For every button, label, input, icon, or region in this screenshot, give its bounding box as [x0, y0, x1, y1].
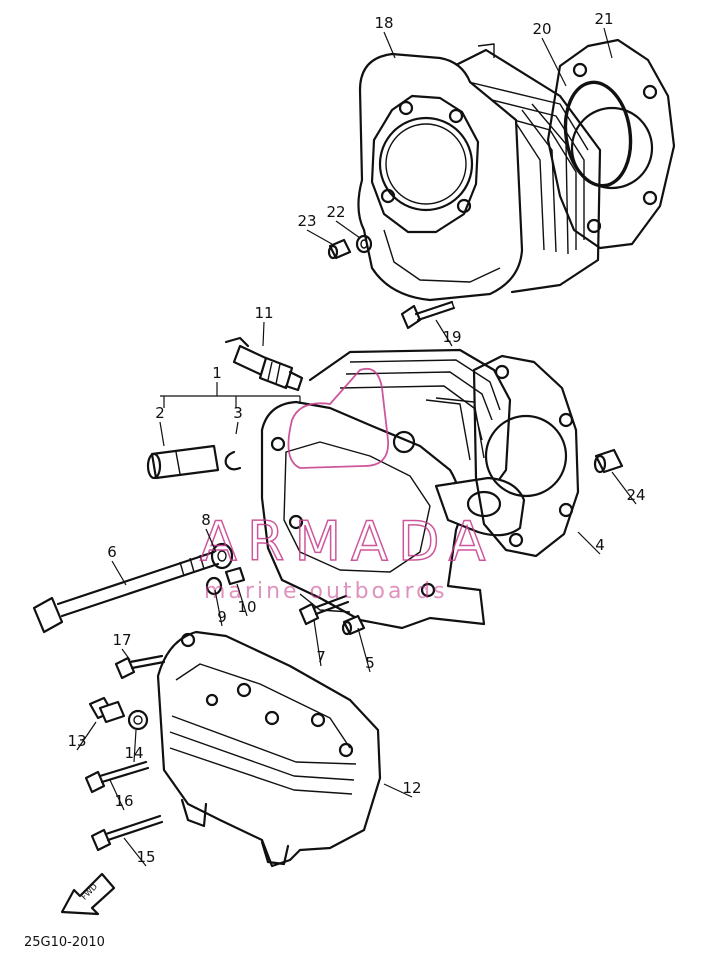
leader-line-19 [435, 319, 453, 347]
callout-22: 22 [326, 203, 345, 221]
callout-10: 10 [237, 598, 256, 616]
leader-line-10 [236, 583, 248, 617]
callout-23: 23 [297, 212, 316, 230]
washer-14 [127, 709, 149, 731]
leader-line-2 [159, 421, 165, 447]
callout-21: 21 [594, 10, 613, 28]
leader-line-15 [123, 837, 147, 867]
callout-14: 14 [124, 744, 143, 762]
leader-line-4 [577, 531, 601, 555]
watermark-brand: ARMADA [200, 510, 496, 573]
leader-line-21 [603, 27, 613, 59]
callout-8: 8 [201, 511, 211, 529]
leader-line-11 [262, 321, 265, 347]
spark-plug-11 [224, 336, 304, 392]
leader-line-8 [205, 528, 217, 553]
leader-line-24 [611, 471, 637, 505]
leader-line-17 [121, 648, 131, 661]
plug-13 [88, 696, 126, 724]
leader-line-18 [383, 31, 396, 59]
bolt-17 [114, 654, 166, 680]
leader-line-7 [313, 619, 322, 667]
callout-4: 4 [595, 536, 605, 554]
washer-22 [355, 234, 373, 254]
callout-20: 20 [532, 20, 551, 38]
watermark-logo-mark [287, 367, 389, 469]
dowel-pin-23 [327, 238, 352, 260]
callout-24: 24 [626, 486, 645, 504]
callout-3: 3 [233, 404, 243, 422]
cylinder-part-18 [357, 43, 602, 302]
callout-13: 13 [67, 732, 86, 750]
callout-6: 6 [107, 543, 117, 561]
watermark-tagline: marine outboards [204, 579, 448, 604]
head-cover-12 [156, 630, 382, 868]
leader-line-9 [214, 589, 223, 627]
clip-3 [224, 450, 242, 471]
leader-line-12 [383, 783, 413, 798]
leader-line-6 [111, 560, 127, 586]
callout-2: 2 [155, 404, 165, 422]
callout-5: 5 [365, 654, 375, 672]
bolt-16 [84, 760, 150, 794]
callout-18: 18 [374, 14, 393, 32]
forward-arrow-icon: FWD [60, 872, 116, 916]
pin-10 [224, 566, 246, 586]
washer-8 [210, 542, 234, 570]
callout-1: 1 [212, 364, 222, 382]
cylinder-base-gasket-21 [546, 38, 676, 250]
leader-line-20 [541, 37, 567, 87]
diagram-code: 25G10-2010 [24, 935, 105, 950]
callout-7: 7 [316, 648, 326, 666]
callout-19: 19 [442, 328, 461, 346]
callout-12: 12 [402, 779, 421, 797]
callout-16: 16 [114, 792, 133, 810]
leader-line-16 [109, 779, 125, 811]
ring-9 [205, 576, 223, 596]
leader-line-3 [235, 421, 239, 435]
callout-9: 9 [217, 608, 227, 626]
leader-line-13 [76, 721, 97, 751]
leader-line-5 [357, 627, 371, 673]
bolt-15 [90, 814, 164, 852]
sleeve-24 [593, 448, 624, 474]
tube-2 [146, 444, 220, 480]
head-gasket-4 [472, 354, 580, 558]
callout-bracket-1 [160, 395, 301, 408]
long-bolt-6 [32, 550, 220, 634]
watermark: ARMADA marine outboards [199, 367, 496, 604]
leader-line-23 [306, 229, 333, 245]
callout-17: 17 [112, 631, 131, 649]
leader-line-22 [335, 220, 361, 239]
leader-line-14 [133, 729, 137, 763]
callout-11: 11 [254, 304, 273, 322]
bolt-7 [298, 594, 350, 626]
bolt-19 [400, 300, 456, 330]
o-ring-20 [563, 80, 633, 188]
callout-15: 15 [136, 848, 155, 866]
